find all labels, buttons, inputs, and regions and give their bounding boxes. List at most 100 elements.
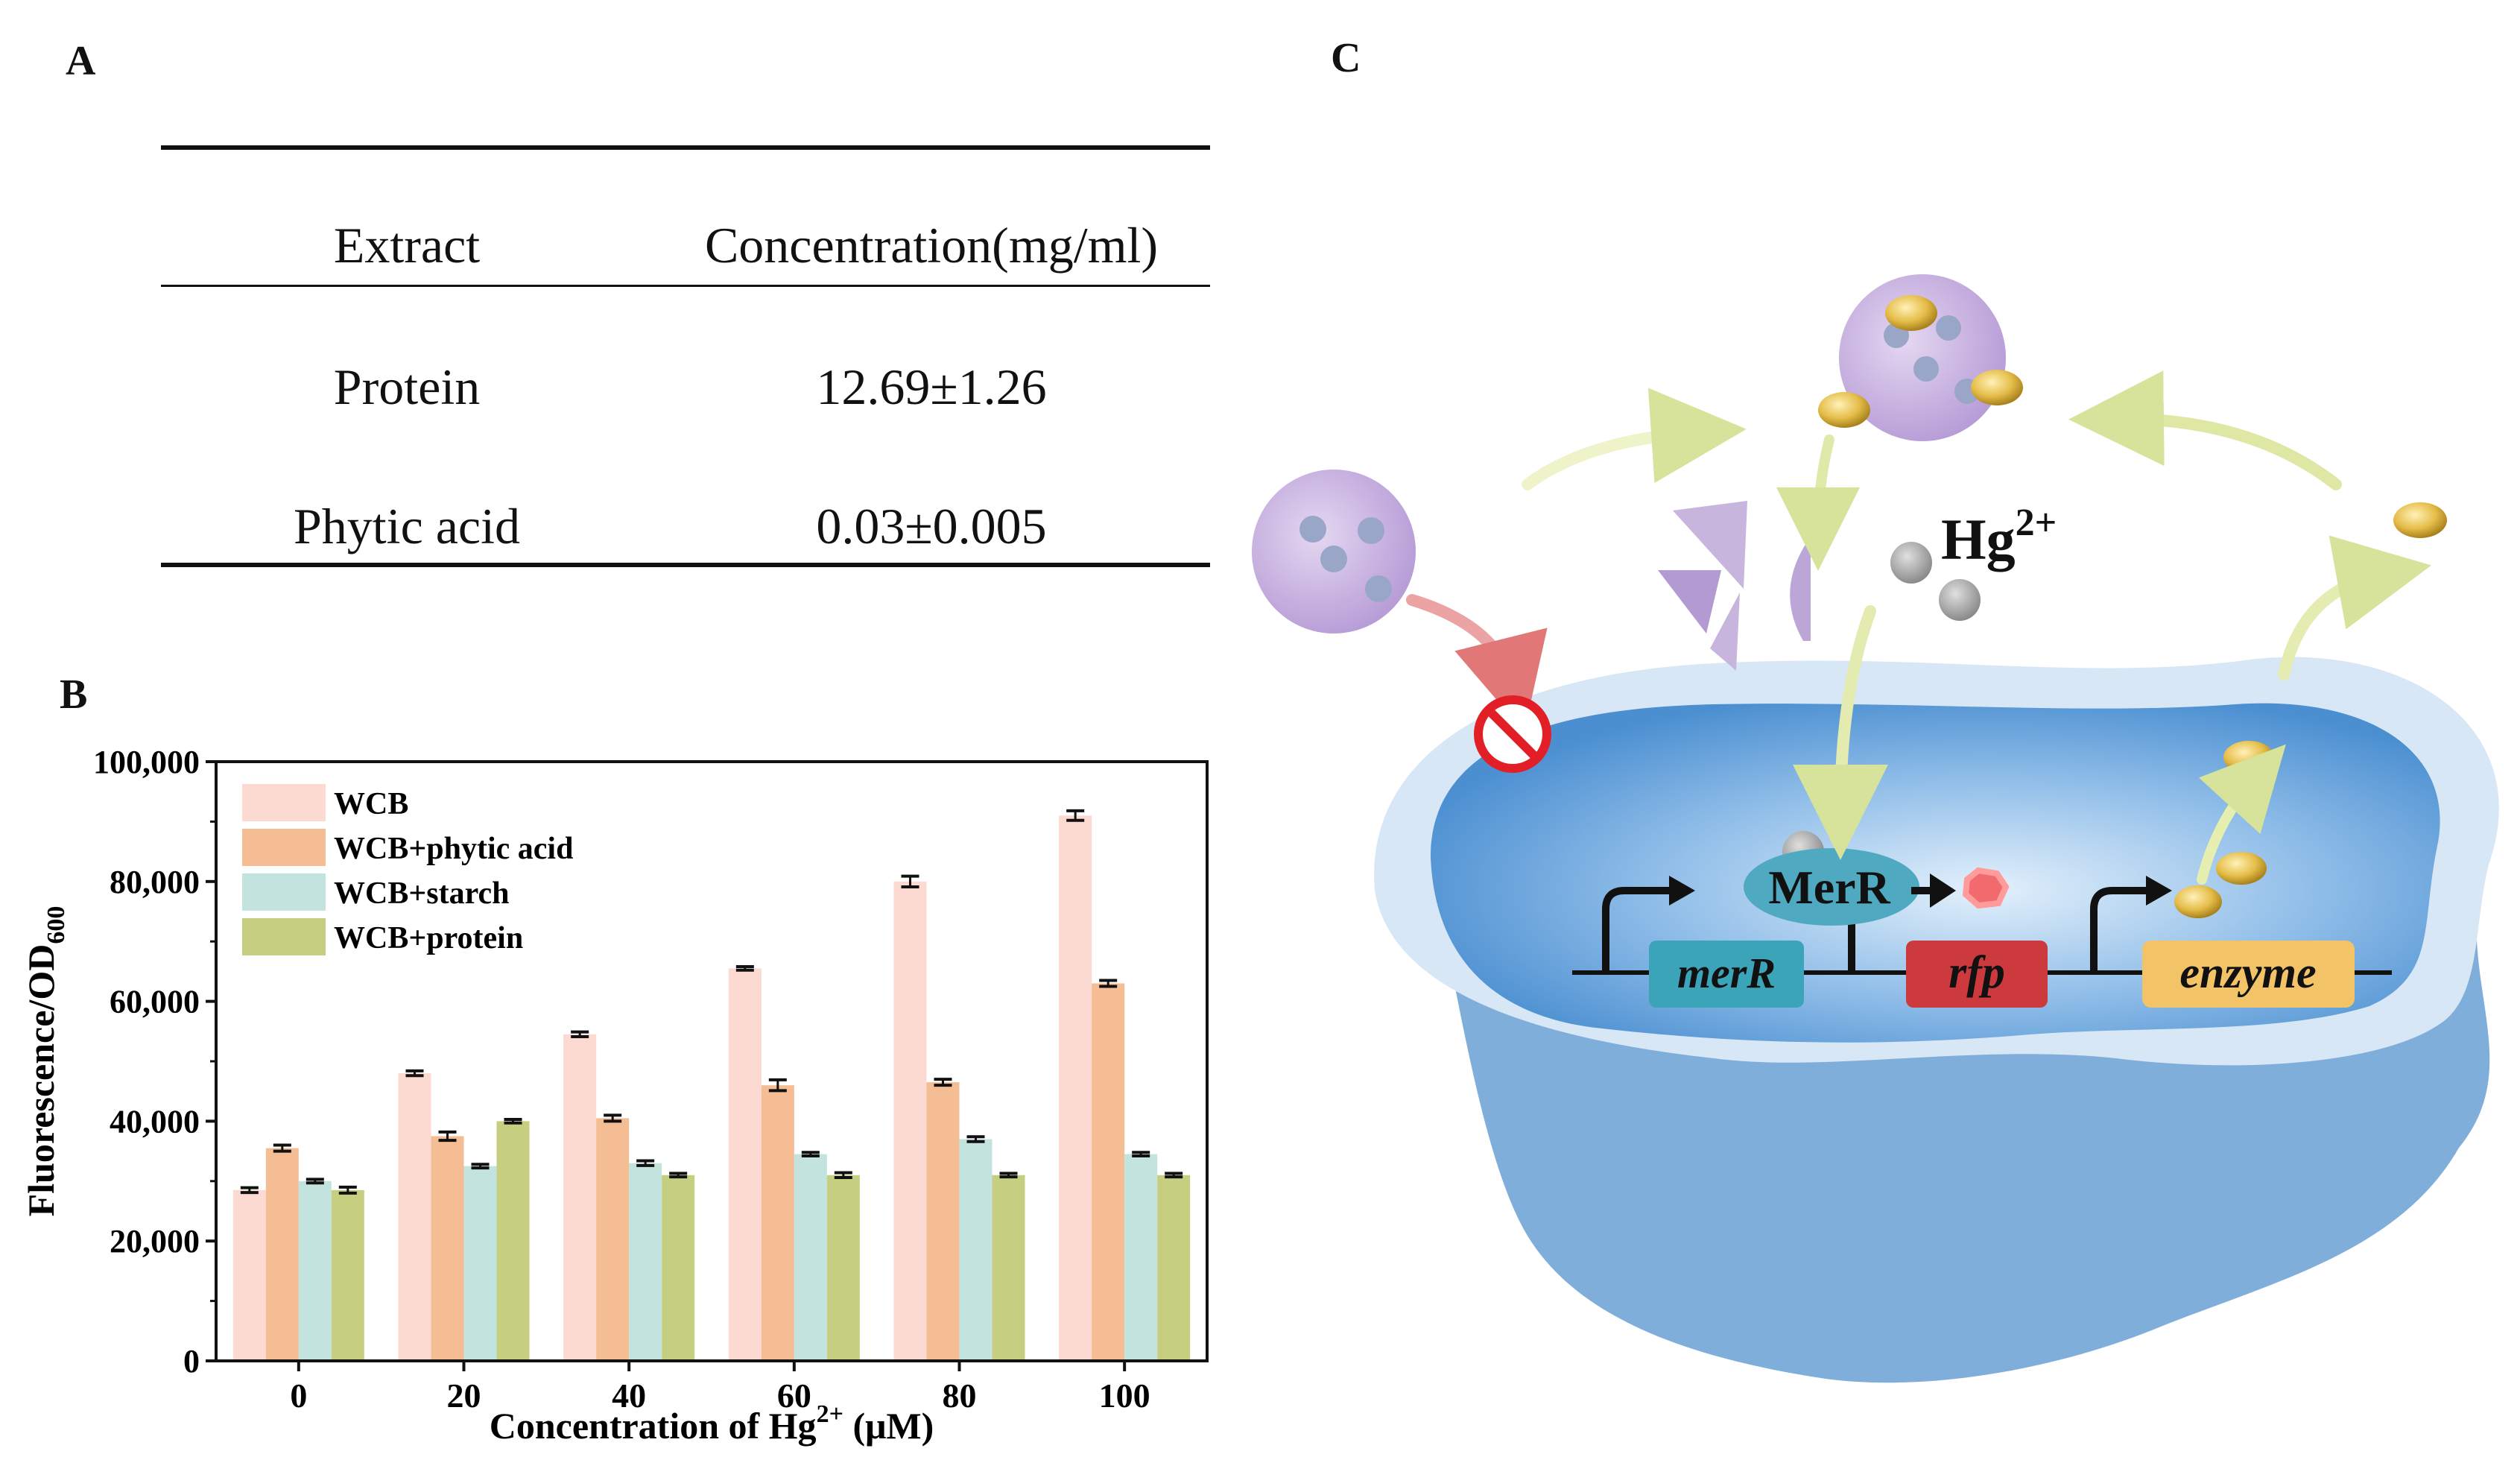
bar-wcb-starch-80 xyxy=(959,1139,993,1361)
gene-box-rfp xyxy=(1906,941,2048,1008)
merr-protein xyxy=(1744,848,1919,926)
bar-wcb-starch-40 xyxy=(629,1163,662,1361)
table-cell-protein: Protein xyxy=(333,358,481,415)
vesicle-cargo xyxy=(1320,546,1347,572)
product-particle xyxy=(2223,741,2274,774)
x-tick-label: 20 xyxy=(447,1377,481,1415)
bar-wcb-phytic-acid-60 xyxy=(761,1085,794,1361)
y-tick-label: 100,000 xyxy=(93,744,200,780)
x-tick-label: 40 xyxy=(612,1377,646,1415)
table-header-concentration: Concentration(mg/ml) xyxy=(704,217,1159,274)
hg-ion xyxy=(1939,579,1981,621)
legend-swatch xyxy=(242,829,326,866)
table-cell-phytic-acid: Phytic acid xyxy=(293,498,521,554)
hg-ion xyxy=(1890,542,1932,584)
gene-box-enzyme xyxy=(2142,941,2355,1008)
y-axis-label: Fluorescence/OD600 xyxy=(20,906,70,1217)
y-tick-label: 60,000 xyxy=(110,984,200,1020)
legend-swatch xyxy=(242,918,326,955)
bar-wcb-protein-80 xyxy=(992,1175,1025,1361)
x-tick-label: 0 xyxy=(290,1377,307,1415)
y-tick-label: 80,000 xyxy=(110,864,200,900)
legend-label: WCB+starch xyxy=(334,876,510,911)
bar-wcb-60 xyxy=(728,968,762,1361)
vesicle-particle xyxy=(1971,370,2023,405)
rfp-protein xyxy=(1962,867,2010,909)
flow-arrow xyxy=(2278,535,2431,680)
enzyme-promoter-arrow xyxy=(2090,887,2153,973)
panel-label-c: C xyxy=(1331,35,1361,81)
x-tick-label: 100 xyxy=(1099,1377,1150,1415)
x-axis-label: Concentration of Hg2+ (μM) xyxy=(490,1400,934,1447)
bar-wcb-phytic-acid-100 xyxy=(1092,983,1125,1361)
legend-label: WCB xyxy=(334,787,408,821)
table-cell-protein-value: 12.69±1.26 xyxy=(816,358,1047,415)
product-particle xyxy=(2216,852,2267,885)
flow-arrow xyxy=(1776,434,1861,571)
no-entry-icon-slash xyxy=(1487,708,1539,760)
legend-label: WCB+phytic acid xyxy=(334,832,573,866)
bar-wcb-80 xyxy=(893,881,927,1361)
bar-wcb-protein-60 xyxy=(826,1175,860,1361)
enzyme-promoter-head xyxy=(2146,876,2172,906)
table-cell-phytic-acid-value: 0.03±0.005 xyxy=(816,498,1047,554)
bar-wcb-protein-100 xyxy=(1157,1175,1191,1361)
panel-label-b: B xyxy=(60,671,88,718)
table-bottom-rule xyxy=(161,563,1210,567)
merr-promoter-head xyxy=(1669,876,1695,906)
hg-ion-label: Hg2+ xyxy=(1941,502,2057,572)
blocked-entry-arrow xyxy=(1406,594,1548,733)
bar-wcb-starch-0 xyxy=(298,1181,332,1361)
bar-wcb-phytic-acid-80 xyxy=(926,1082,960,1361)
bar-wcb-protein-0 xyxy=(331,1189,364,1361)
legend-label: WCB+protein xyxy=(334,921,523,955)
vesicle-cargo xyxy=(1358,517,1384,544)
bar-wcb-0 xyxy=(232,1189,266,1361)
vesicle-fragment xyxy=(1710,592,1740,671)
y-tick-label: 40,000 xyxy=(110,1103,200,1140)
gene-box-merr xyxy=(1649,941,1804,1008)
gene-label-merr: merR xyxy=(1677,949,1776,997)
legend-swatch xyxy=(242,873,326,911)
gene-label-enzyme: enzyme xyxy=(2179,948,2316,997)
bars-layer xyxy=(232,809,1191,1361)
bar-wcb-starch-100 xyxy=(1124,1154,1158,1361)
vesicle-fragment xyxy=(1673,501,1747,589)
flow-arrow xyxy=(1522,388,1747,490)
extract-table: Extract Concentration(mg/ml) Protein 12.… xyxy=(161,145,1210,570)
bar-wcb-40 xyxy=(563,1034,597,1361)
y-tick-label: 20,000 xyxy=(110,1223,200,1260)
flow-arrow xyxy=(2068,370,2342,490)
bar-wcb-100 xyxy=(1059,815,1092,1361)
vesicle-fragment xyxy=(1658,570,1721,633)
merr-protein-label: MerR xyxy=(1768,861,1890,914)
bar-wcb-starch-60 xyxy=(794,1154,827,1361)
fluorescence-bar-chart: 0 20 40 60 80 100 0 20,000 40,000 60,000 80,000 100… xyxy=(20,744,1209,1447)
vesicle-cargo xyxy=(1913,356,1939,382)
vesicle-cargo xyxy=(1299,516,1326,543)
free-particle xyxy=(2393,502,2447,538)
bar-wcb-phytic-acid-0 xyxy=(265,1148,299,1361)
bar-wcb-20 xyxy=(398,1073,431,1361)
table-top-rule xyxy=(161,145,1210,150)
table-header-extract: Extract xyxy=(333,217,481,274)
product-release-arrow xyxy=(2197,744,2286,885)
x-tick-label: 60 xyxy=(777,1377,811,1415)
vesicle-particle xyxy=(1885,295,1937,331)
x-tick-label: 80 xyxy=(943,1377,977,1415)
bar-wcb-phytic-acid-20 xyxy=(431,1136,464,1361)
vesicle-fragment xyxy=(1790,537,1811,641)
panel-label-a: A xyxy=(66,38,96,84)
y-tick-label: 0 xyxy=(183,1343,200,1380)
gene-label-rfp: rfp xyxy=(1948,947,2005,998)
ticks-layer: 0 20 40 60 80 100 0 20,000 40,000 60,000 80,000 100… xyxy=(93,744,1150,1415)
hg-entry-arrow xyxy=(1793,605,1889,860)
bar-wcb-starch-20 xyxy=(463,1166,497,1361)
table-header-rule xyxy=(161,285,1210,287)
legend-swatch xyxy=(242,784,326,821)
vesicle-particle xyxy=(1818,392,1870,428)
bar-wcb-protein-20 xyxy=(496,1121,530,1361)
product-particle xyxy=(2174,885,2222,918)
biosensor-diagram: merR rfp enzyme MerR Hg2+ xyxy=(1252,274,2499,1383)
